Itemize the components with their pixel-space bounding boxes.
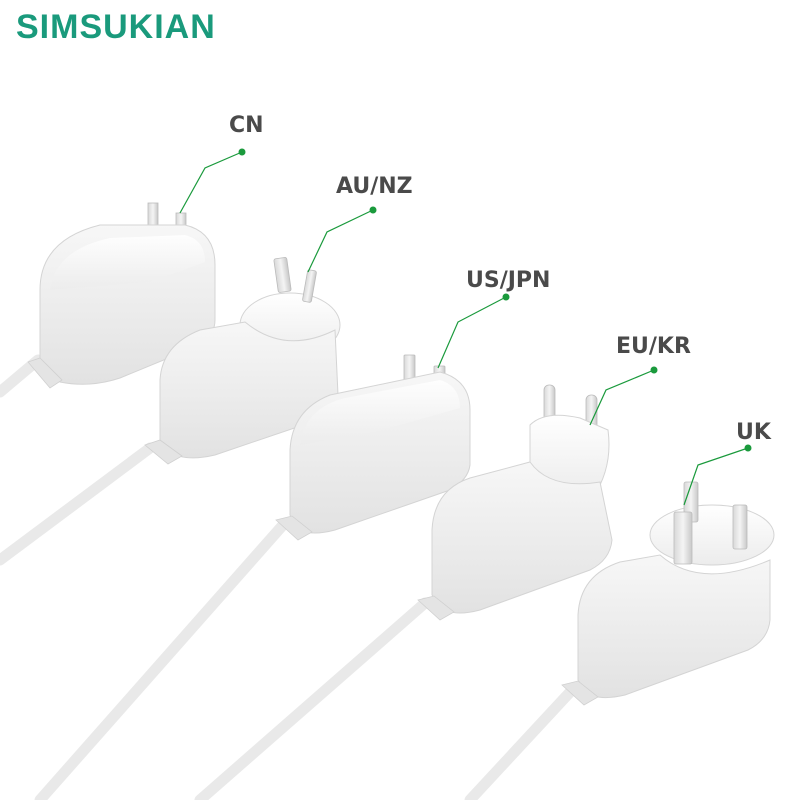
uk-plug-disc xyxy=(649,504,775,566)
adapter-au-nz xyxy=(144,257,341,465)
dot-eu-kr xyxy=(650,366,658,374)
leader-cn xyxy=(179,151,243,214)
leader-au-nz xyxy=(307,209,374,273)
au-nz-pin-left xyxy=(273,257,292,293)
dot-uk xyxy=(744,444,752,452)
adapter-eu-kr xyxy=(417,384,613,621)
cable-eu-kr xyxy=(194,597,431,800)
dot-au-nz xyxy=(369,206,377,214)
adapter-uk xyxy=(561,481,775,706)
brand-logo: SIMSUKIAN xyxy=(16,8,216,46)
adapter-us-jpn xyxy=(275,354,471,541)
cables xyxy=(0,354,578,800)
callout-dots xyxy=(238,148,752,452)
label-cn: CN xyxy=(229,113,264,138)
uk-pin-top-right xyxy=(732,504,748,550)
cable-au-nz xyxy=(0,442,156,566)
label-uk: UK xyxy=(736,420,771,445)
callout-lines xyxy=(179,151,749,506)
eu-kr-strain-relief xyxy=(417,595,455,621)
uk-pin-earth xyxy=(673,511,693,565)
label-us-jpn: US/JPN xyxy=(466,268,551,293)
uk-strain-relief xyxy=(561,680,599,706)
us-jpn-strain-relief xyxy=(275,515,313,541)
uk-body xyxy=(577,554,771,699)
dot-us-jpn xyxy=(502,293,510,301)
au-nz-pin-right xyxy=(302,269,317,303)
label-eu-kr: EU/KR xyxy=(616,334,691,359)
au-nz-strain-relief xyxy=(144,439,183,465)
cn-strain-relief xyxy=(27,357,63,389)
cable-uk xyxy=(464,684,578,800)
adapter-cn xyxy=(27,202,216,389)
leader-us-jpn xyxy=(437,296,507,369)
leader-eu-kr xyxy=(589,369,655,426)
dot-cn xyxy=(238,148,246,156)
label-au-nz: AU/NZ xyxy=(336,174,413,199)
leader-uk xyxy=(683,447,749,506)
eu-kr-body xyxy=(431,461,613,614)
au-nz-body xyxy=(159,321,339,459)
cable-us-jpn xyxy=(34,519,289,800)
